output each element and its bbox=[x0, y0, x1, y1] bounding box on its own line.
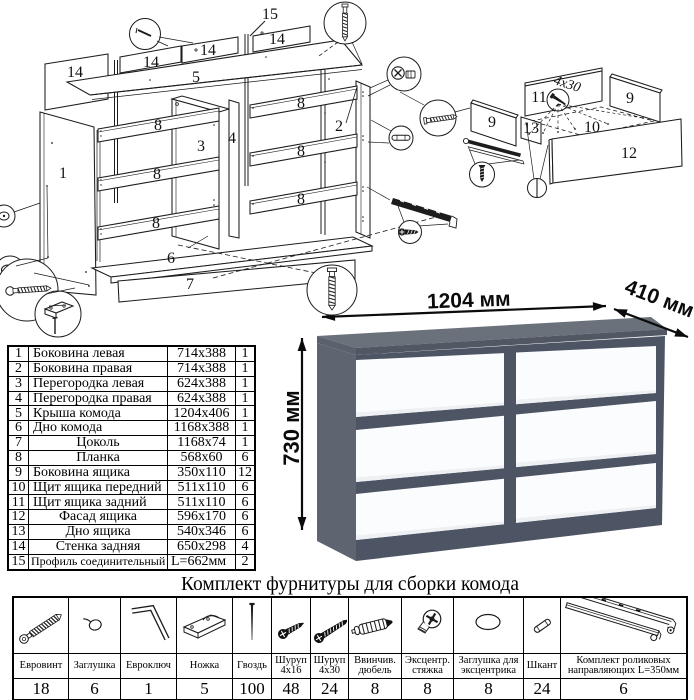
svg-text:8: 8 bbox=[152, 215, 160, 232]
svg-text:8: 8 bbox=[154, 117, 162, 134]
svg-text:6: 6 bbox=[167, 250, 175, 267]
svg-text:9: 9 bbox=[626, 90, 634, 107]
svg-text:8: 8 bbox=[297, 95, 305, 112]
svg-text:8: 8 bbox=[153, 166, 161, 183]
svg-text:14: 14 bbox=[67, 64, 83, 81]
svg-text:13: 13 bbox=[523, 120, 539, 137]
svg-text:1204 мм: 1204 мм bbox=[427, 288, 511, 314]
svg-text:14: 14 bbox=[200, 42, 216, 59]
svg-text:14: 14 bbox=[143, 54, 159, 71]
svg-text:11: 11 bbox=[531, 89, 546, 106]
svg-text:9: 9 bbox=[488, 114, 496, 131]
svg-text:15: 15 bbox=[262, 6, 278, 23]
svg-text:8: 8 bbox=[297, 143, 305, 160]
svg-text:1: 1 bbox=[59, 165, 67, 182]
svg-text:7: 7 bbox=[186, 276, 194, 293]
svg-text:730 мм: 730 мм bbox=[279, 390, 304, 465]
svg-text:5: 5 bbox=[192, 69, 200, 86]
svg-text:8: 8 bbox=[297, 191, 305, 208]
svg-text:3: 3 bbox=[197, 138, 205, 155]
svg-text:14: 14 bbox=[269, 31, 285, 48]
svg-text:12: 12 bbox=[621, 145, 637, 162]
svg-text:2: 2 bbox=[335, 118, 343, 135]
svg-text:4: 4 bbox=[228, 130, 236, 147]
